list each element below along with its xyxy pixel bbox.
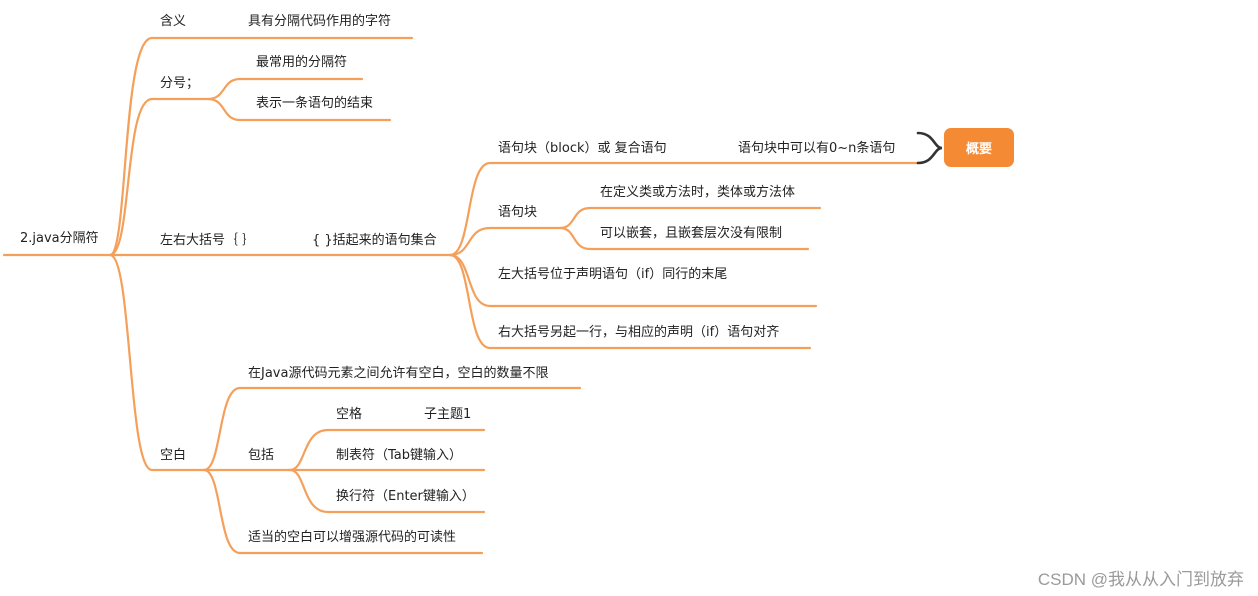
braces-detail[interactable]: { }括起来的语句集合	[312, 233, 437, 248]
edge-includes-newline	[288, 468, 330, 514]
edge-root-semicolon	[108, 97, 154, 257]
edge-braces-right	[448, 253, 492, 350]
edge-braces-compound	[448, 161, 492, 257]
whitespace-tab[interactable]: 制表符（Tab键输入）	[336, 448, 463, 463]
edge-braces-block	[448, 226, 492, 257]
whitespace-includes[interactable]: 包括	[248, 448, 275, 463]
edge-ws-allowed	[202, 386, 242, 472]
semicolon-item-2[interactable]: 表示一条语句的结束	[256, 96, 374, 111]
edge-ws-readability	[202, 468, 242, 555]
semicolon-topic[interactable]: 分号；	[160, 76, 200, 91]
edge-semicolon-2	[206, 97, 242, 122]
summary-bracket	[916, 131, 943, 165]
edge-root-whitespace	[108, 253, 154, 472]
meaning-detail[interactable]: 具有分隔代码作用的字符	[248, 14, 392, 29]
watermark: CSDN @我从从入门到放弃	[1037, 570, 1244, 589]
edge-block-1	[558, 206, 592, 230]
edge-semicolon-1	[206, 77, 242, 101]
block-item-2[interactable]: 可以嵌套，且嵌套层次没有限制	[600, 226, 783, 241]
block-compound-topic[interactable]: 语句块（block）或 复合语句	[498, 141, 667, 156]
root-topic[interactable]: 2.java分隔符	[20, 231, 99, 246]
whitespace-newline[interactable]: 换行符（Enter键输入）	[336, 489, 475, 504]
whitespace-space[interactable]: 空格	[336, 407, 363, 422]
semicolon-item-1[interactable]: 最常用的分隔符	[256, 55, 348, 70]
summary-box[interactable]: 概要	[944, 128, 1014, 167]
whitespace-allowed[interactable]: 在Java源代码元素之间允许有空白，空白的数量不限	[248, 366, 549, 381]
meaning-topic[interactable]: 含义	[160, 14, 187, 29]
edge-block-2	[558, 226, 592, 251]
edge-includes-space	[288, 428, 330, 472]
edge-braces-left	[448, 253, 492, 308]
right-brace-topic[interactable]: 右大括号另起一行，与相应的声明（if）语句对齐	[498, 325, 780, 340]
left-brace-topic[interactable]: 左大括号位于声明语句（if）同行的末尾	[498, 267, 728, 282]
block-compound-detail[interactable]: 语句块中可以有0~n条语句	[738, 141, 896, 156]
whitespace-readability[interactable]: 适当的空白可以增强源代码的可读性	[248, 530, 457, 545]
braces-topic[interactable]: 左右大括号｛ ｝	[160, 233, 256, 248]
whitespace-space-subtopic[interactable]: 子主题1	[424, 407, 472, 422]
block-topic[interactable]: 语句块	[498, 205, 538, 220]
edge-root-meaning	[108, 36, 154, 257]
whitespace-topic[interactable]: 空白	[160, 448, 187, 463]
block-item-1[interactable]: 在定义类或方法时，类体或方法体	[600, 185, 796, 200]
